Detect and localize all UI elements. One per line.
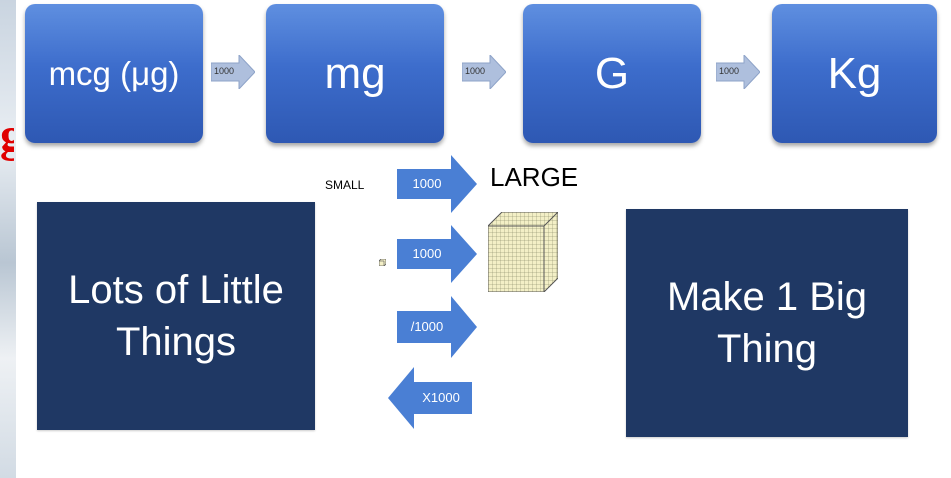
cropped-red-glyph: g [0, 112, 14, 162]
unit-label-mcg: mcg (μg) [48, 54, 180, 92]
unit-label-kg: Kg [827, 48, 882, 98]
unit-label-mg: mg [324, 48, 386, 98]
large-cube-icon [487, 211, 559, 293]
small-label: SMALL [325, 178, 365, 192]
unit-arrow-3: 1000 [716, 55, 760, 89]
right-concept-box: Make 1 Big Thing [626, 209, 908, 437]
slide-edge-decoration [0, 0, 16, 478]
unit-arrow-2: 1000 [462, 55, 506, 89]
arrow-divide: /1000 [397, 296, 477, 358]
left-concept-text: Lots of Little Things [68, 268, 284, 364]
unit-label-g: G [594, 48, 630, 98]
arrow-small-to-large: 1000 [397, 155, 477, 213]
arrow-small-to-large-label: 1000 [412, 176, 442, 191]
arrow-cube-label: 1000 [412, 246, 442, 261]
unit-arrow-3-label: 1000 [719, 66, 740, 76]
arrow-multiply: X1000 [388, 367, 472, 429]
arrow-divide-label: /1000 [410, 319, 444, 334]
unit-arrow-1-label: 1000 [214, 66, 235, 76]
unit-box-mg: mg [266, 4, 444, 143]
right-concept-text: Make 1 Big Thing [666, 275, 868, 371]
tiny-cube-icon [378, 253, 387, 267]
unit-arrow-2-label: 1000 [465, 66, 486, 76]
unit-box-mcg: mcg (μg) [25, 4, 203, 143]
unit-box-g: G [523, 4, 701, 143]
unit-box-kg: Kg [772, 4, 937, 143]
unit-arrow-1: 1000 [211, 55, 255, 89]
arrow-multiply-label: X1000 [422, 390, 460, 405]
left-concept-box: Lots of Little Things [37, 202, 315, 430]
arrow-cube: 1000 [397, 225, 477, 283]
large-label: LARGE [490, 162, 579, 192]
